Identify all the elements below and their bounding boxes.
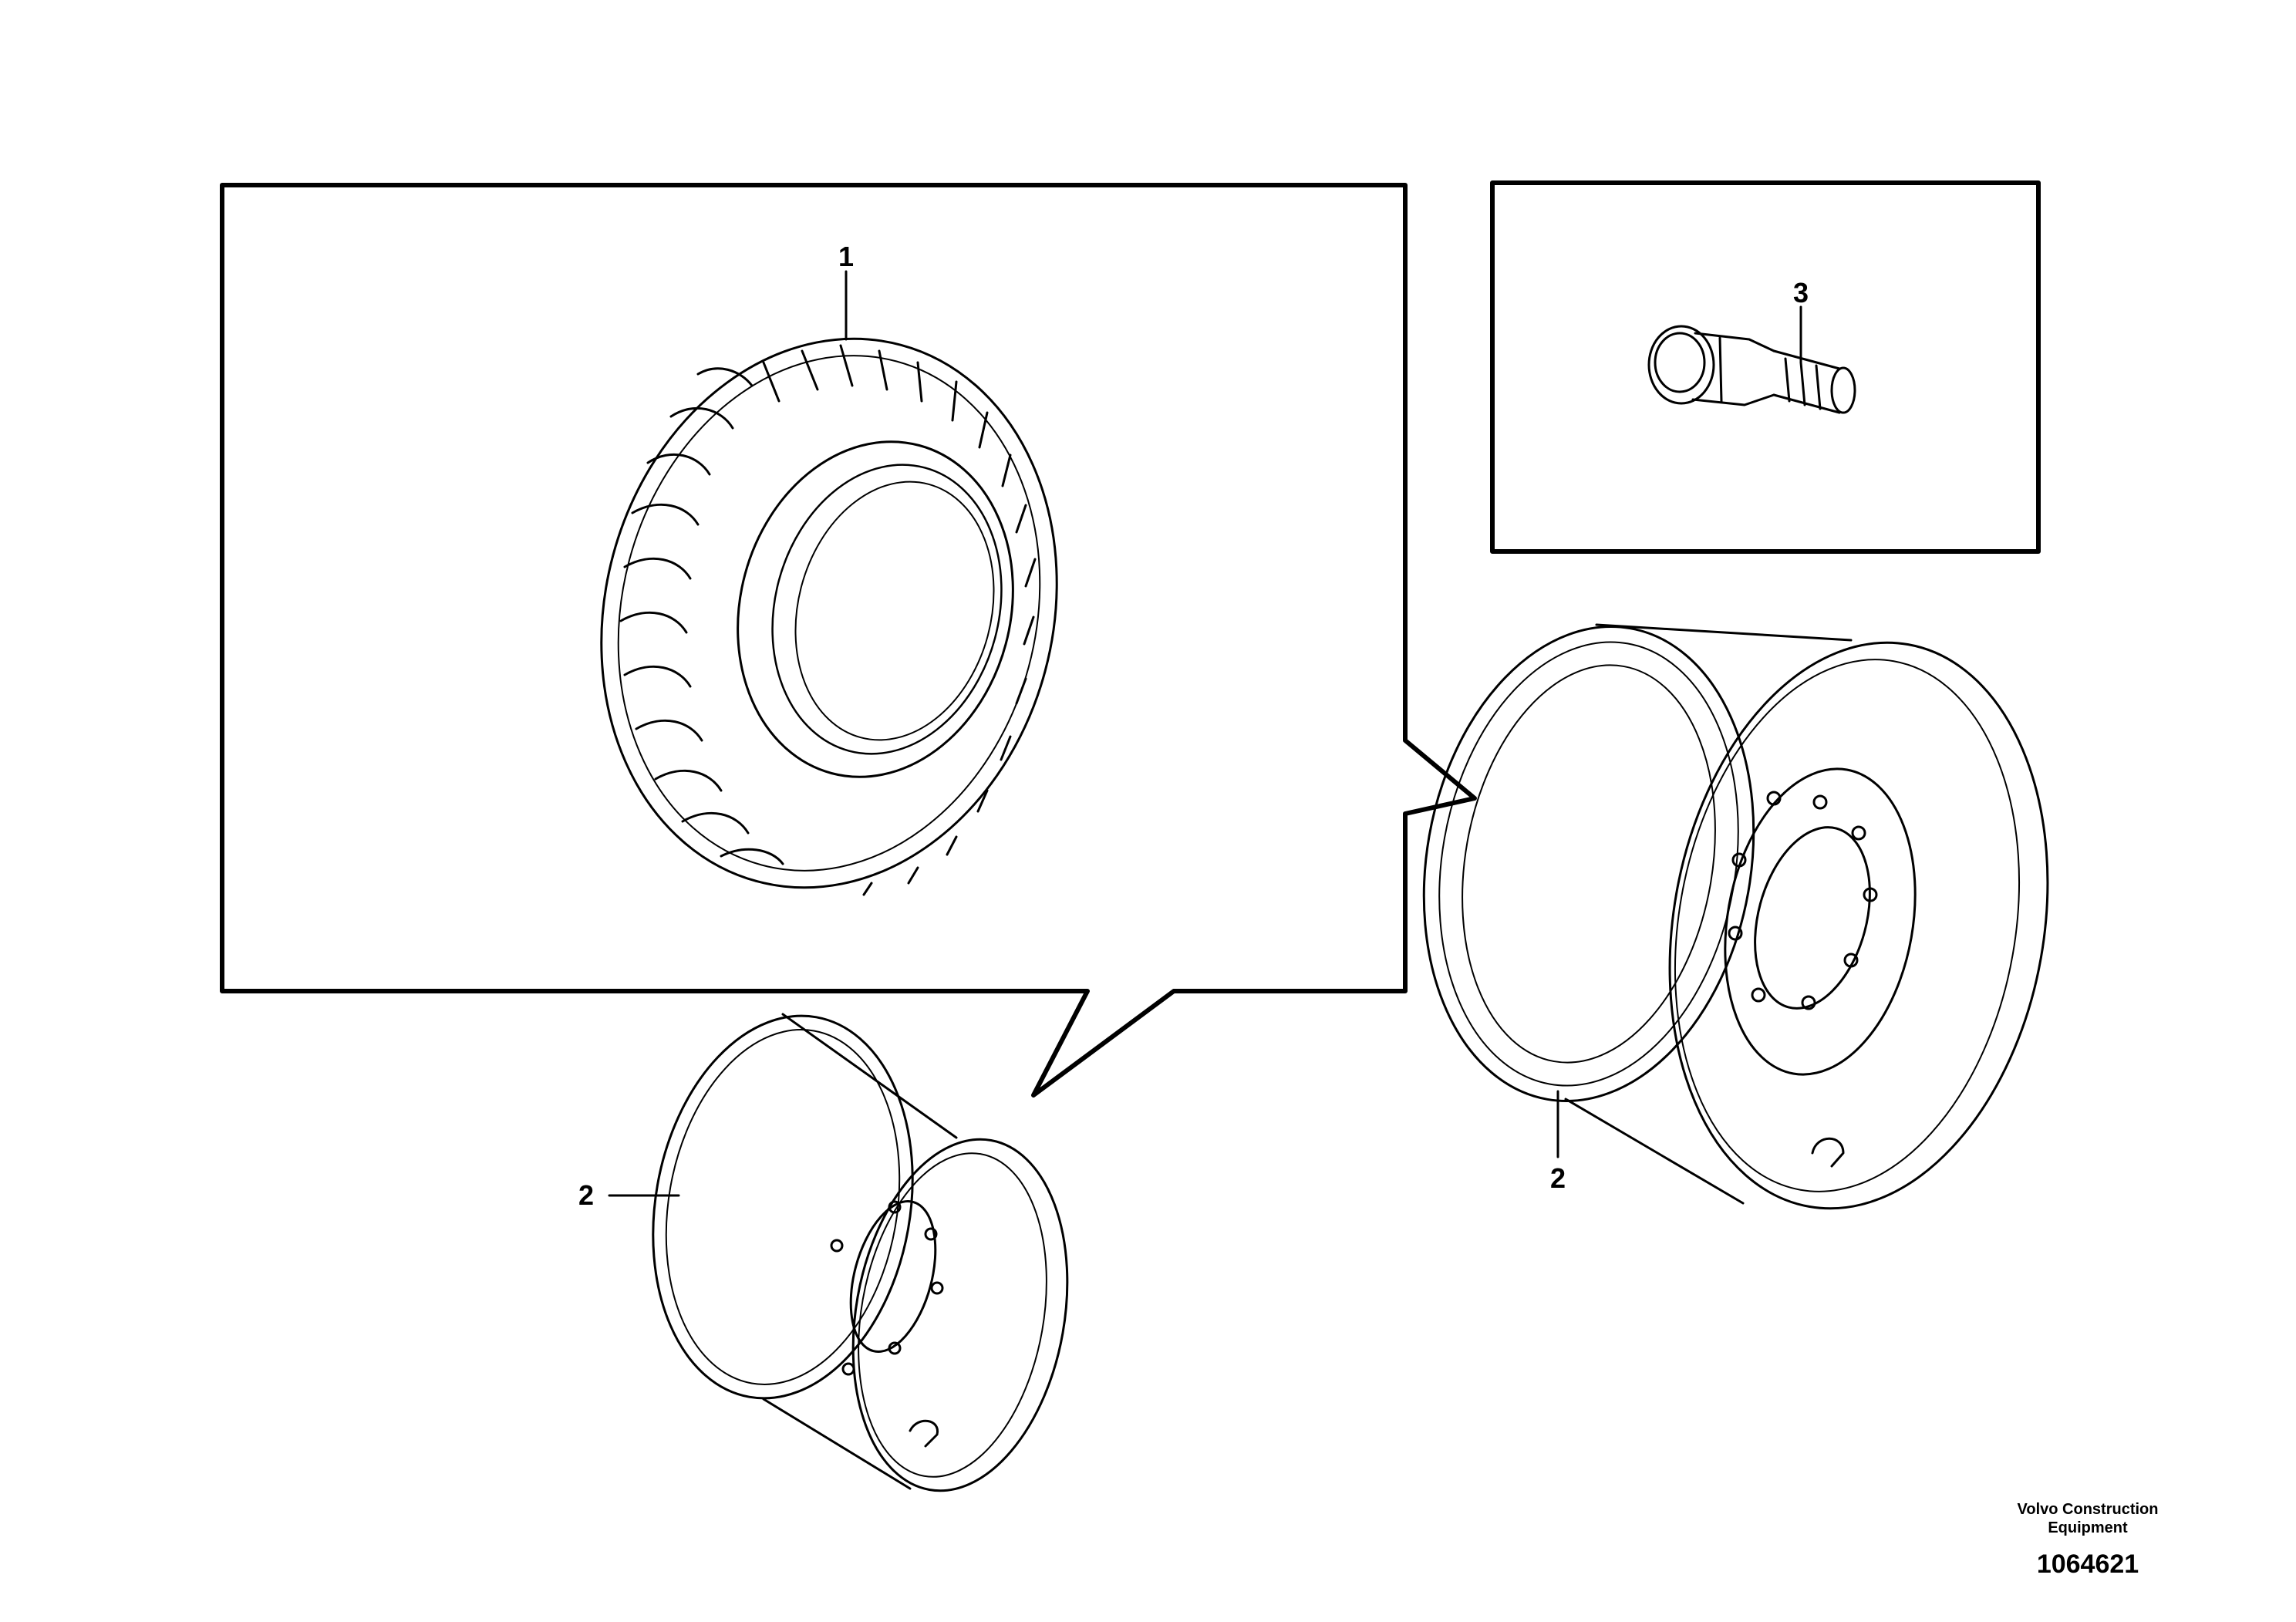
bolt-frame bbox=[1490, 180, 2041, 554]
callout-1: 1 bbox=[838, 241, 854, 272]
rim-right-drawing bbox=[1422, 623, 2049, 1210]
drawing-number: 1064621 bbox=[2036, 1549, 2139, 1579]
tire-drawing bbox=[600, 337, 1058, 896]
rim-left-drawing bbox=[652, 1013, 1069, 1492]
company-name: Volvo Construction Equipment bbox=[2017, 1501, 2159, 1536]
callout-2-right: 2 bbox=[1550, 1162, 1566, 1194]
bolt-drawing bbox=[1647, 325, 1856, 414]
callout-2-left: 2 bbox=[578, 1179, 594, 1211]
footer-brand: Volvo Construction Equipment 1064621 bbox=[1964, 1500, 2211, 1580]
tire-callout-frame bbox=[220, 183, 1477, 1098]
callout-3: 3 bbox=[1793, 277, 1809, 309]
